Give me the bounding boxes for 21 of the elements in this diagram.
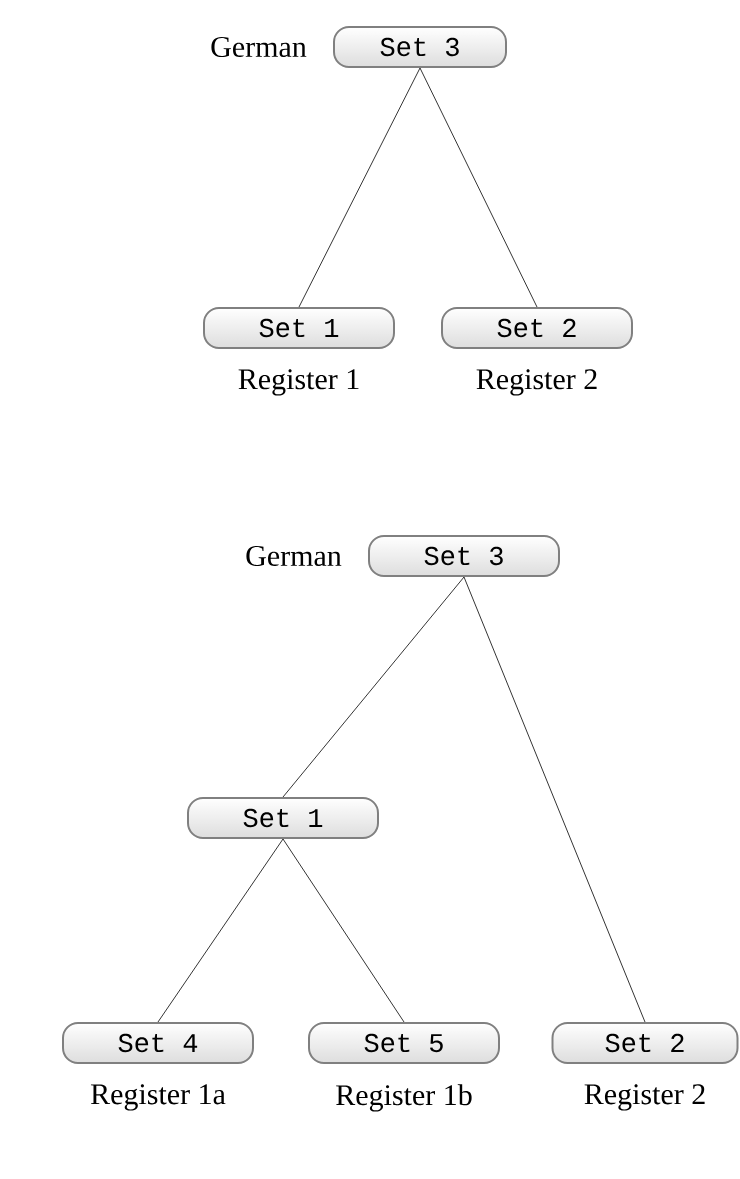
side-label: German xyxy=(246,545,342,567)
set-box: Set 4 xyxy=(62,1022,254,1064)
side-label: Register 2 xyxy=(476,369,597,396)
connector-line xyxy=(463,576,646,1023)
connector-line xyxy=(282,838,405,1023)
set-box: Set 2 xyxy=(441,307,633,349)
set-box: Set 2 xyxy=(551,1022,739,1064)
connector-line xyxy=(419,67,538,308)
set-box: Set 3 xyxy=(368,535,560,577)
connector-line xyxy=(298,67,421,308)
set-box: Set 1 xyxy=(187,797,379,839)
connector-line xyxy=(157,838,284,1023)
side-label: Register 1b xyxy=(336,1084,472,1112)
side-label: Register 2 xyxy=(584,1084,705,1111)
set-box: Set 5 xyxy=(308,1022,500,1064)
set-box: Set 1 xyxy=(203,307,395,349)
side-label: Register 1 xyxy=(238,369,359,396)
side-label: German xyxy=(211,36,307,58)
set-box: Set 3 xyxy=(333,26,507,68)
connector-line xyxy=(282,576,465,798)
side-label: Register 1a xyxy=(90,1084,226,1111)
